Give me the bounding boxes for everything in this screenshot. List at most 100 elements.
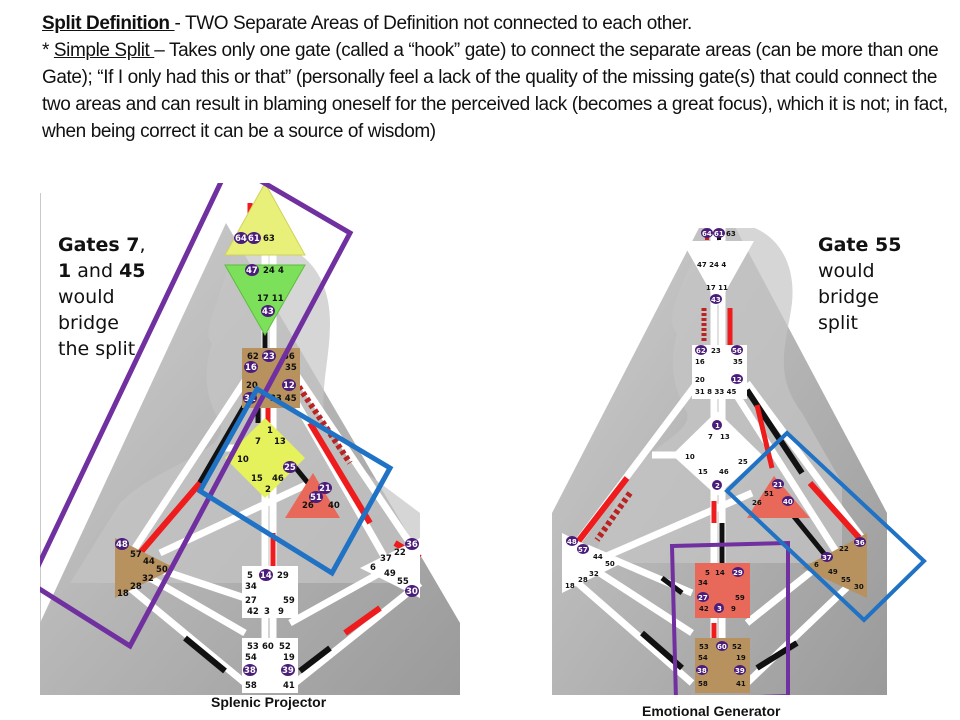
note-gate-1: 1 [58, 260, 72, 282]
svg-text:30: 30 [406, 587, 418, 597]
bullet: * [42, 40, 54, 61]
svg-text:44: 44 [143, 557, 155, 567]
right-caption: Emotional Generator [642, 703, 781, 719]
purple-highlight-box [669, 540, 790, 695]
svg-text:54: 54 [245, 653, 257, 663]
svg-text:29: 29 [277, 571, 289, 581]
svg-text:41: 41 [736, 680, 746, 688]
svg-text:48: 48 [116, 540, 128, 550]
svg-text:50: 50 [605, 560, 615, 568]
slide-edge-line [40, 193, 41, 693]
right-note: Gate 55 would bridge split [818, 232, 901, 336]
svg-text:27: 27 [245, 596, 257, 606]
channels [127, 243, 423, 686]
svg-text:62: 62 [696, 347, 706, 355]
svg-text:16: 16 [245, 363, 257, 373]
svg-text:12: 12 [283, 381, 295, 391]
purple-highlight-box [40, 183, 354, 650]
svg-text:36: 36 [406, 540, 418, 550]
svg-text:51: 51 [310, 493, 322, 503]
svg-text:62: 62 [247, 352, 259, 362]
svg-text:60: 60 [717, 643, 727, 651]
svg-text:1: 1 [267, 426, 273, 436]
svg-text:55: 55 [397, 577, 409, 587]
svg-text:15: 15 [698, 468, 708, 476]
ajna-center [224, 264, 306, 337]
svg-text:4: 4 [278, 266, 284, 276]
svg-text:38: 38 [697, 667, 707, 675]
svg-text:48: 48 [567, 538, 577, 546]
svg-text:59: 59 [735, 594, 745, 602]
g-center [672, 411, 762, 496]
svg-text:40: 40 [328, 501, 340, 511]
svg-text:23: 23 [263, 352, 275, 362]
svg-text:56: 56 [283, 352, 295, 362]
left-note: Gates 7, 1 and 45 would bridge the split [58, 232, 146, 362]
svg-text:30: 30 [854, 583, 864, 591]
svg-text:51: 51 [764, 490, 774, 498]
svg-text:17 11: 17 11 [706, 284, 728, 292]
svg-text:22: 22 [839, 545, 849, 553]
svg-text:1: 1 [715, 422, 720, 430]
svg-text:55: 55 [841, 576, 851, 584]
svg-text:5: 5 [247, 571, 253, 581]
note-the-split: the split [58, 338, 136, 360]
svg-text:58: 58 [245, 681, 257, 691]
svg-text:31 8 33 45: 31 8 33 45 [695, 388, 737, 396]
svg-text:25: 25 [738, 458, 748, 466]
svg-text:56: 56 [732, 347, 742, 355]
note-comma: , [139, 234, 146, 256]
svg-text:19: 19 [283, 653, 295, 663]
svg-text:42: 42 [247, 607, 259, 617]
solar-plexus-center [360, 538, 420, 598]
svg-text:19: 19 [736, 654, 746, 662]
svg-text:53: 53 [699, 643, 709, 651]
title-split-definition: Split Definition [42, 13, 175, 34]
svg-text:34: 34 [698, 579, 708, 587]
svg-text:64: 64 [702, 230, 712, 238]
svg-text:14: 14 [260, 571, 272, 581]
svg-text:64: 64 [235, 234, 247, 244]
svg-text:38: 38 [244, 666, 256, 676]
blue-highlight-box [724, 430, 927, 623]
svg-text:13: 13 [274, 437, 286, 447]
note-would: would [58, 286, 115, 308]
blue-highlight-box [196, 385, 394, 577]
svg-text:3: 3 [264, 607, 270, 617]
svg-text:46: 46 [719, 468, 729, 476]
svg-text:6: 6 [814, 561, 819, 569]
svg-text:10: 10 [685, 453, 695, 461]
svg-text:32: 32 [589, 570, 599, 578]
svg-text:21: 21 [319, 484, 331, 494]
svg-text:52: 52 [732, 643, 742, 651]
svg-text:28: 28 [578, 576, 588, 584]
spleen-center [562, 533, 622, 593]
svg-text:63: 63 [263, 234, 275, 244]
svg-text:43: 43 [262, 307, 274, 317]
svg-text:43: 43 [711, 296, 721, 304]
svg-text:13: 13 [720, 433, 730, 441]
svg-text:47 24 4: 47 24 4 [697, 261, 726, 269]
solar-plexus-center [802, 533, 867, 598]
svg-text:7: 7 [708, 433, 713, 441]
svg-text:35: 35 [733, 358, 743, 366]
svg-text:49: 49 [384, 569, 396, 579]
svg-text:27: 27 [698, 594, 708, 602]
svg-text:39: 39 [735, 667, 745, 675]
svg-text:42: 42 [699, 605, 709, 613]
svg-text:53: 53 [247, 642, 259, 652]
svg-text:21: 21 [773, 481, 783, 489]
svg-text:49: 49 [828, 568, 838, 576]
svg-text:40: 40 [783, 498, 793, 506]
svg-text:57: 57 [130, 550, 142, 560]
svg-text:24: 24 [263, 266, 275, 276]
svg-text:61: 61 [248, 234, 260, 244]
svg-text:37: 37 [380, 554, 392, 564]
svg-text:3: 3 [717, 605, 722, 613]
left-caption: Splenic Projector [211, 694, 327, 710]
svg-text:33 45: 33 45 [270, 394, 297, 404]
